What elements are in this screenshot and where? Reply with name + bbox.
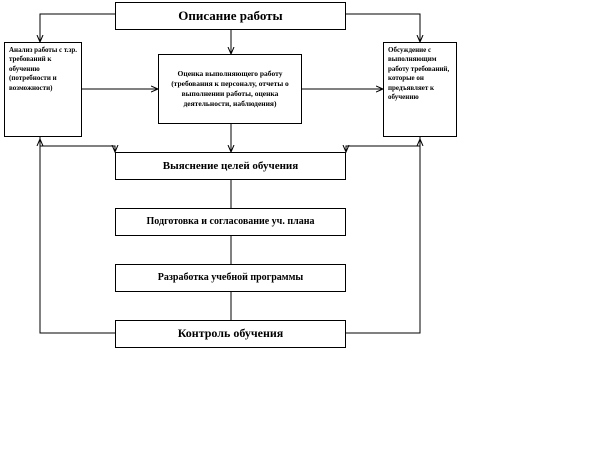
step-program-box: Разработка учебной программы <box>115 264 346 292</box>
connector-feedback-left <box>40 139 115 334</box>
step-control-box: Контроль обучения <box>115 320 346 348</box>
left-analysis-box: Анализ работы с т.зр. требований к обуче… <box>4 42 82 137</box>
left-analysis-text: Анализ работы с т.зр. требований к обуче… <box>9 46 78 92</box>
title-box: Описание работы <box>115 2 346 30</box>
step-plan-box: Подготовка и согласование уч. плана <box>115 208 346 236</box>
connector-title-to-left <box>40 13 115 42</box>
connector-left-to-step1 <box>39 137 115 152</box>
step-plan-text: Подготовка и согласование уч. плана <box>146 216 315 228</box>
title-text: Описание работы <box>178 7 283 23</box>
right-discussion-text: Обсуждение с выполняющим работу требован… <box>388 46 450 102</box>
center-assessment-text: Оценка выполняющего работу (требования к… <box>171 68 289 109</box>
connector-feedback-right <box>346 139 420 334</box>
step-control-text: Контроль обучения <box>177 326 284 341</box>
connector-title-to-right <box>346 13 420 42</box>
step-goals-box: Выяснение целей обучения <box>115 152 346 180</box>
connector-right-to-step1 <box>346 137 421 152</box>
right-discussion-box: Обсуждение с выполняющим работу требован… <box>383 42 457 137</box>
center-assessment-box: Оценка выполняющего работу (требования к… <box>158 54 302 124</box>
step-program-text: Разработка учебной программы <box>157 272 304 284</box>
step-goals-text: Выяснение целей обучения <box>162 159 299 172</box>
